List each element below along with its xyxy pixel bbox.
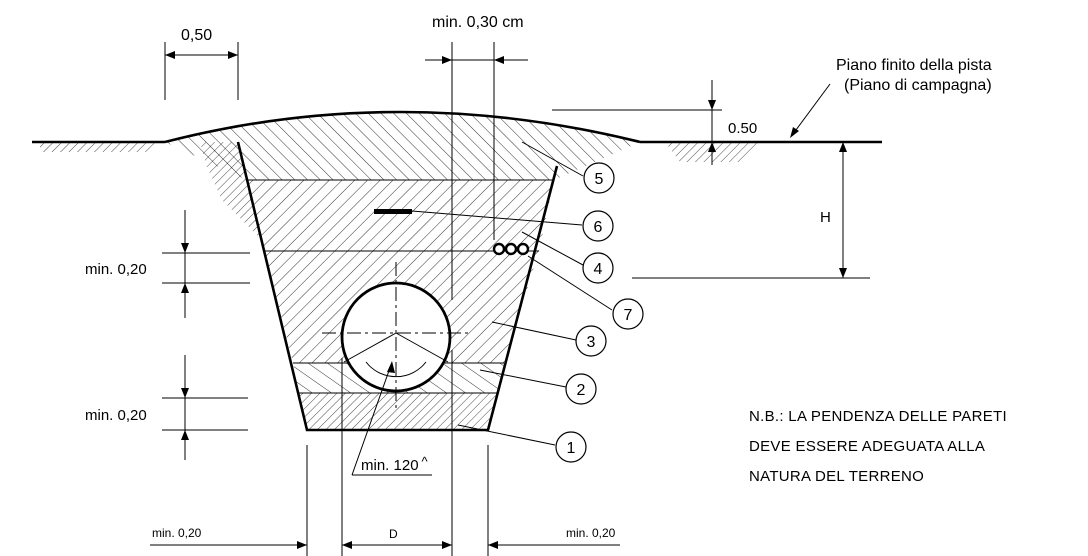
dim-clearance-label: min. 0,30 cm [432,14,524,31]
dim-height [632,142,870,279]
dim-cover-label: 0.50 [728,120,757,137]
dim-layer-upper [162,210,250,318]
ground-hatching-left [40,142,262,240]
dim-height-label: H [820,209,831,226]
note-line1: N.B.: LA PENDENZA DELLE PARETI [749,408,1007,425]
layer-4-backfill [247,180,554,251]
dim-diameter-label: D [389,527,398,541]
pipe [322,262,472,412]
dim-side-right-label: min. 0,20 [566,526,616,540]
callout-leaders [411,141,613,446]
dim-side-left-label: min. 0,20 [152,526,202,540]
surface-label-line2: (Piano di campagna) [844,77,992,94]
dim-top-width-label: 0,50 [181,27,212,44]
svg-text:3: 3 [587,334,596,351]
cable-bundle [492,242,530,256]
callout-3: 3 [575,325,607,357]
callout-6: 6 [582,210,614,242]
dim-clearance [425,42,528,300]
callout-7: 7 [612,298,644,330]
dim-cover [552,80,722,165]
surface-label-line1: Piano finito della pista [836,57,992,74]
svg-text:4: 4 [594,261,603,278]
warning-tape [374,209,412,214]
svg-text:1: 1 [567,440,576,457]
dim-layer-lower-label: min. 0,20 [85,407,147,424]
callout-4: 4 [582,252,614,284]
trench-outline [236,141,559,432]
svg-text:5: 5 [595,171,604,188]
layer-5-cover-fill [165,112,640,180]
svg-text:6: 6 [594,219,603,236]
callout-2: 2 [565,373,597,405]
dim-bottom [150,350,620,556]
callout-5: 5 [583,162,615,194]
surface-leader [790,83,831,138]
dim-layer-lower [162,355,248,460]
mound-surface [164,110,641,144]
layer-1-base-bed [299,393,497,430]
angle-leader [351,361,432,476]
note-line3: NATURA DEL TERRENO [749,468,924,485]
dim-top-width [164,42,239,100]
callout-1: 1 [555,431,587,463]
svg-text:7: 7 [624,307,633,324]
svg-text:2: 2 [577,382,586,399]
note-line2: DEVE ESSERE ADEGUATA ALLA [749,438,985,455]
dim-layer-upper-label: min. 0,20 [85,261,147,278]
angle-label: min. 120^ [361,454,429,474]
